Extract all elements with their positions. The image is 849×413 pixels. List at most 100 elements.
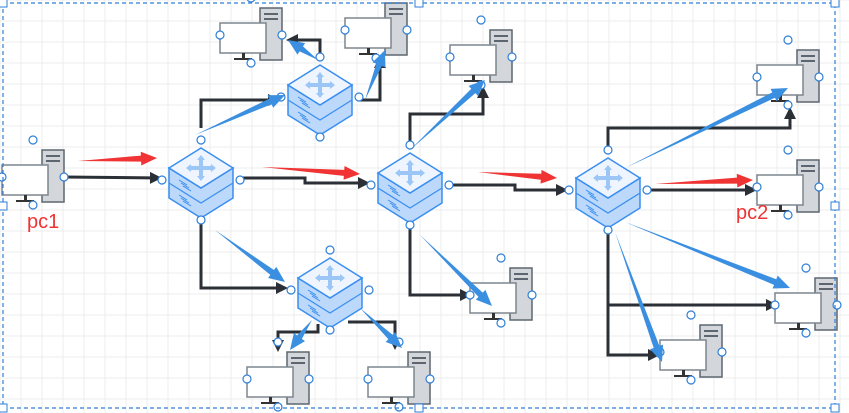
connector-line[interactable] xyxy=(408,225,460,297)
connector-line[interactable] xyxy=(606,305,648,357)
desktop-computer-icon[interactable] xyxy=(655,310,727,385)
connection-point[interactable] xyxy=(28,200,38,210)
flow-arrow[interactable] xyxy=(625,222,790,289)
connection-point[interactable] xyxy=(273,337,283,347)
flow-arrow[interactable] xyxy=(410,80,485,150)
connection-point[interactable] xyxy=(405,140,415,150)
desktop-computer-icon[interactable] xyxy=(752,35,824,110)
resize-handle[interactable] xyxy=(0,201,8,211)
flow-arrow[interactable] xyxy=(420,235,492,306)
flow-arrow[interactable] xyxy=(288,40,318,60)
desktop-computer-icon[interactable] xyxy=(340,0,412,63)
network-switch-icon[interactable] xyxy=(286,245,374,335)
connection-point[interactable] xyxy=(246,0,256,3)
label-pc1[interactable]: pc1 xyxy=(27,211,60,233)
desktop-computer-icon[interactable] xyxy=(752,145,824,220)
highlight-arrow[interactable] xyxy=(78,151,157,166)
connector-line[interactable] xyxy=(358,68,382,102)
connection-point[interactable] xyxy=(402,25,412,35)
network-switch-icon[interactable] xyxy=(564,145,652,235)
connection-point[interactable] xyxy=(273,402,283,412)
connection-point[interactable] xyxy=(364,285,374,295)
connection-point[interactable] xyxy=(770,300,780,310)
connection-point[interactable] xyxy=(215,30,225,40)
connection-point[interactable] xyxy=(445,52,455,62)
connection-point[interactable] xyxy=(366,180,376,190)
connection-point[interactable] xyxy=(28,135,38,145)
connection-point[interactable] xyxy=(465,290,475,300)
connection-point[interactable] xyxy=(717,347,727,357)
connection-point[interactable] xyxy=(340,25,350,35)
highlight-arrow[interactable] xyxy=(478,169,557,184)
connection-point[interactable] xyxy=(196,215,206,225)
flow-arrow[interactable] xyxy=(360,308,402,348)
connection-point[interactable] xyxy=(507,52,517,62)
connection-point[interactable] xyxy=(814,182,824,192)
desktop-computer-icon[interactable] xyxy=(242,337,314,412)
connection-point[interactable] xyxy=(315,52,325,62)
flow-arrow[interactable] xyxy=(625,88,788,168)
connection-point[interactable] xyxy=(642,185,652,195)
connection-point[interactable] xyxy=(59,172,69,182)
connection-point[interactable] xyxy=(304,374,314,384)
connector-line[interactable] xyxy=(606,119,792,150)
resize-handle[interactable] xyxy=(0,403,8,413)
connection-point[interactable] xyxy=(425,374,435,384)
connection-point[interactable] xyxy=(814,72,824,82)
connection-point[interactable] xyxy=(496,253,506,263)
connection-point[interactable] xyxy=(476,15,486,25)
connection-point[interactable] xyxy=(405,220,415,230)
network-switch-icon[interactable] xyxy=(276,52,364,142)
connector-line[interactable] xyxy=(276,324,320,340)
desktop-computer-icon[interactable] xyxy=(215,0,287,68)
connection-point[interactable] xyxy=(527,290,537,300)
connection-point[interactable] xyxy=(363,374,373,384)
connection-point[interactable] xyxy=(783,100,793,110)
resize-handle[interactable] xyxy=(414,0,424,8)
connection-point[interactable] xyxy=(801,263,811,273)
connection-point[interactable] xyxy=(564,185,574,195)
connection-point[interactable] xyxy=(686,310,696,320)
highlight-arrow[interactable] xyxy=(655,173,753,188)
flow-arrow[interactable] xyxy=(290,320,312,350)
flow-arrow[interactable] xyxy=(215,230,285,282)
resize-handle[interactable] xyxy=(830,403,840,413)
resize-handle[interactable] xyxy=(830,201,840,211)
desktop-computer-icon[interactable] xyxy=(770,263,842,338)
desktop-computer-icon[interactable] xyxy=(445,15,517,90)
flow-arrow[interactable] xyxy=(195,95,285,135)
connection-point[interactable] xyxy=(325,325,335,335)
connector-line[interactable] xyxy=(238,176,358,185)
connection-point[interactable] xyxy=(444,180,454,190)
connection-point[interactable] xyxy=(603,145,613,155)
connection-point[interactable] xyxy=(783,210,793,220)
resize-handle[interactable] xyxy=(0,0,8,8)
connection-point[interactable] xyxy=(752,72,762,82)
connection-point[interactable] xyxy=(157,175,167,185)
connector-line[interactable] xyxy=(450,183,556,192)
connector-line[interactable] xyxy=(199,218,276,290)
connection-point[interactable] xyxy=(496,318,506,328)
connection-point[interactable] xyxy=(686,375,696,385)
connection-point[interactable] xyxy=(286,285,296,295)
connection-point[interactable] xyxy=(235,175,245,185)
connector-line[interactable] xyxy=(63,175,151,180)
flow-arrow[interactable] xyxy=(365,50,386,100)
connection-point[interactable] xyxy=(603,225,613,235)
network-switch-icon[interactable] xyxy=(366,140,454,230)
resize-handle[interactable] xyxy=(830,0,840,8)
connection-point[interactable] xyxy=(394,402,404,412)
highlight-arrow[interactable] xyxy=(262,165,360,180)
connection-point[interactable] xyxy=(832,300,842,310)
connection-point[interactable] xyxy=(801,328,811,338)
label-pc2[interactable]: pc2 xyxy=(736,202,769,224)
connection-point[interactable] xyxy=(783,145,793,155)
connection-point[interactable] xyxy=(354,92,364,102)
connection-point[interactable] xyxy=(196,135,206,145)
connection-point[interactable] xyxy=(752,182,762,192)
resize-handle[interactable] xyxy=(414,403,424,413)
connection-point[interactable] xyxy=(246,58,256,68)
connector-line[interactable] xyxy=(199,98,268,128)
